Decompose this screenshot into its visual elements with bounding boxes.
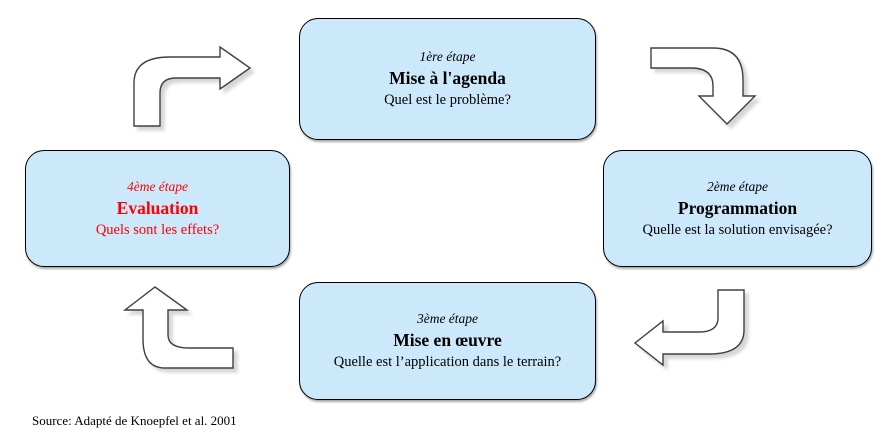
- curved-arrow-right-down-icon: [650, 46, 762, 132]
- curved-arrow-left-up-icon: [122, 286, 234, 373]
- stage-title: Evaluation: [116, 197, 199, 218]
- stage-box-evaluation: 4ème étape Evaluation Quels sont les eff…: [25, 150, 290, 267]
- stage-box-programmation: 2ème étape Programmation Quelle est la s…: [603, 150, 872, 267]
- stage-question: Quelle est la solution envisagée?: [642, 221, 833, 238]
- stage-title: Mise à l'agenda: [389, 68, 506, 88]
- stage-box-mise-en-oeuvre: 3ème étape Mise en œuvre Quelle est l’ap…: [299, 282, 596, 400]
- stage-question: Quel est le problème?: [384, 92, 511, 108]
- stage-title: Mise en œuvre: [393, 330, 502, 350]
- stage-step-label: 2ème étape: [706, 178, 769, 194]
- stage-step-label: 4ème étape: [126, 178, 189, 194]
- stage-box-mise-a-l-agenda: 1ère étape Mise à l'agenda Quel est le p…: [299, 18, 596, 140]
- stage-step-label: 3ème étape: [416, 311, 479, 326]
- stage-title: Programmation: [677, 197, 798, 218]
- source-note: Source: Adapté de Knoepfel et al. 2001: [32, 413, 237, 428]
- curved-arrow-up-right-icon: [128, 45, 252, 131]
- stage-step-label: 1ère étape: [419, 49, 476, 64]
- stage-question: Quels sont les effets?: [95, 221, 220, 238]
- stage-question: Quelle est l’application dans le terrain…: [333, 354, 562, 370]
- curved-arrow-down-left-icon: [633, 289, 750, 372]
